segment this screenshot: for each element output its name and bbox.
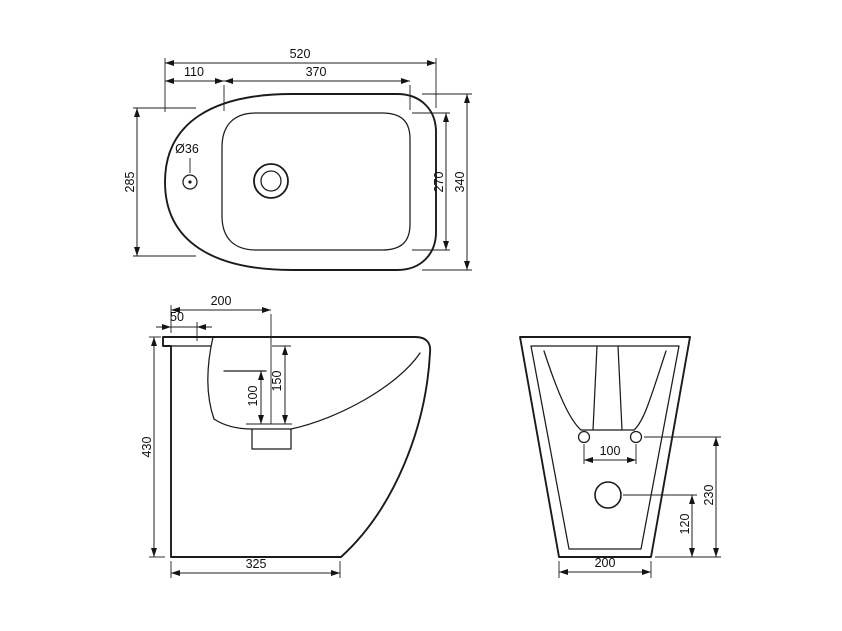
- dim-label-overall-depth: 340: [453, 172, 467, 193]
- dim-label-rear-ledge: 50: [170, 310, 184, 324]
- tap-hole-circle: [182, 174, 198, 190]
- dim-label-bowl-inner-depth: 100: [246, 386, 260, 407]
- rear-view-bowl-left-curve: [543, 350, 582, 431]
- rear-view-bowl-right-curve: [633, 350, 667, 431]
- dimension-rim-to-bowl-base: 150: [246, 345, 292, 425]
- dimension-rear-offset: 110: [165, 65, 225, 111]
- dim-label-rear-offset: 110: [184, 65, 204, 79]
- dim-label-fixing-hole-centres: 100: [600, 444, 621, 458]
- dim-label-basin-length: 370: [306, 65, 327, 79]
- dim-label-rear-depth: 285: [123, 172, 137, 193]
- dimension-overall-width: 520: [164, 47, 437, 112]
- dimension-fixing-hole-centres: 100: [583, 444, 637, 464]
- side-view-drain-trap: [251, 428, 292, 450]
- top-view: Ø36 520 110 370: [123, 47, 472, 271]
- top-view-outline: [164, 93, 437, 271]
- side-view: 200 50 430 150: [140, 294, 432, 578]
- side-view-bowl-front-wall: [290, 352, 421, 430]
- dim-label-overall-height: 430: [140, 437, 154, 458]
- dim-label-outlet-height: 120: [678, 514, 692, 535]
- tap-hole-center-dot: [188, 180, 192, 184]
- rear-view: 100 230 120 200: [519, 336, 721, 578]
- rear-view-outline: [519, 336, 691, 558]
- outlet-circle: [594, 481, 622, 509]
- dim-label-base-depth: 325: [246, 557, 267, 571]
- rear-view-inner-wall: [530, 345, 680, 550]
- dimension-overall-depth: 340: [422, 93, 472, 271]
- dimension-rear-ledge: 50: [156, 310, 212, 341]
- fixing-hole-left-circle: [577, 430, 591, 444]
- dimension-rear-depth: 285: [123, 107, 196, 257]
- rear-view-bowl-left-edge: [592, 345, 598, 431]
- dimension-drain-setback: 200: [170, 294, 272, 424]
- dimension-bowl-inner-depth: 100: [246, 371, 264, 424]
- side-view-bowl-back-wall: [207, 336, 215, 420]
- dimension-base-depth: 325: [170, 557, 341, 578]
- dim-label-drain-setback: 200: [211, 294, 232, 308]
- dim-label-fixing-hole-height: 230: [702, 485, 716, 506]
- dimension-basin-depth: 270: [412, 112, 450, 251]
- top-view-basin-rim: [221, 112, 411, 251]
- dim-label-base-width: 200: [595, 556, 616, 570]
- dim-label-basin-depth: 270: [432, 172, 446, 193]
- rear-view-bowl-right-edge: [617, 345, 623, 431]
- dim-label-rim-to-bowl-base: 150: [270, 371, 284, 392]
- drain-inner-circle: [260, 170, 282, 192]
- side-view-bowl-bottom: [213, 418, 253, 430]
- side-view-outline: [162, 336, 432, 558]
- dim-label-overall-width: 520: [290, 47, 311, 61]
- drain-outer-circle: [253, 163, 289, 199]
- dim-label-tap-hole: Ø36: [175, 142, 199, 156]
- dimension-overall-height: 430: [140, 336, 165, 558]
- dimension-basin-length: 370: [224, 65, 411, 110]
- fixing-hole-right-circle: [629, 430, 643, 444]
- dimension-outlet-height: 120: [623, 494, 697, 557]
- dimension-base-width: 200: [558, 556, 652, 578]
- dimension-fixing-hole-height: 230: [644, 436, 721, 558]
